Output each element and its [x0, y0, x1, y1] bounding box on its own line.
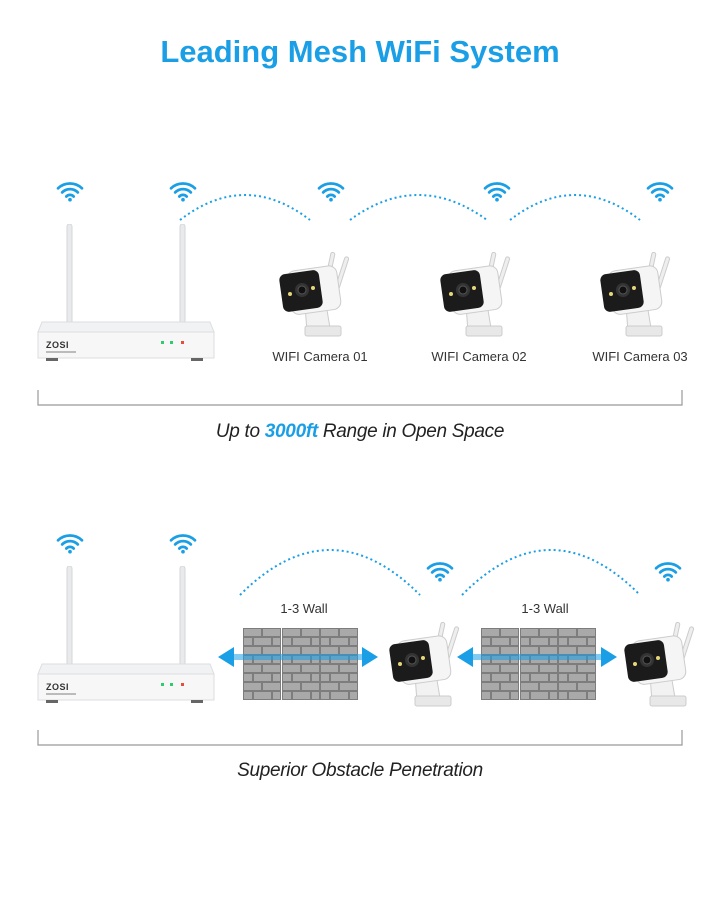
- range-caption: Up to 3000ft Range in Open Space: [0, 421, 720, 443]
- brick-wall: [481, 628, 519, 700]
- brick-wall: [320, 628, 358, 700]
- signal-arc: [461, 549, 641, 596]
- router-brand-logo: ZOSI: [46, 682, 70, 692]
- wifi-camera: [623, 621, 695, 707]
- wifi-camera-02: [439, 251, 511, 337]
- wifi-camera-03: [599, 251, 671, 337]
- penetration-bracket: [37, 730, 683, 746]
- double-arrow-1: [218, 647, 378, 667]
- page-title: Leading Mesh WiFi System: [160, 34, 560, 69]
- wifi-icon: [483, 182, 511, 202]
- signal-arc: [239, 549, 421, 596]
- signal-arc: [509, 194, 641, 221]
- wifi-camera: [388, 621, 460, 707]
- wifi-camera-01: [278, 251, 350, 337]
- wifi-icon: [56, 534, 84, 554]
- brick-wall: [520, 628, 558, 700]
- brick-walls-2: [481, 628, 596, 700]
- brick-wall: [558, 628, 596, 700]
- wifi-icon: [169, 182, 197, 202]
- brick-wall: [243, 628, 281, 700]
- wifi-icon: [169, 534, 197, 554]
- signal-arc: [349, 194, 488, 221]
- camera-label-01: WIFI Camera 01: [272, 349, 368, 364]
- camera-label-03: WIFI Camera 03: [592, 349, 688, 364]
- camera-label-02: WIFI Camera 02: [431, 349, 527, 364]
- wifi-icon: [426, 562, 454, 582]
- wall-label: 1-3 Wall: [280, 601, 328, 616]
- penetration-caption: Superior Obstacle Penetration: [237, 760, 483, 781]
- caption-prefix: Up to: [215, 421, 265, 442]
- double-arrow-2: [457, 647, 617, 667]
- range-bracket: [37, 390, 683, 406]
- brick-walls-1: [243, 628, 358, 700]
- wifi-icon: [654, 562, 682, 582]
- wifi-icon: [646, 182, 674, 202]
- range-value: 3000ft: [264, 421, 318, 442]
- router-brand-logo: ZOSI: [46, 340, 70, 350]
- caption-suffix: Range in Open Space: [317, 421, 505, 442]
- wifi-icon: [317, 182, 345, 202]
- signal-arc: [179, 194, 311, 221]
- wall-label: 1-3 Wall: [521, 601, 569, 616]
- brick-wall: [282, 628, 320, 700]
- wifi-icon: [56, 182, 84, 202]
